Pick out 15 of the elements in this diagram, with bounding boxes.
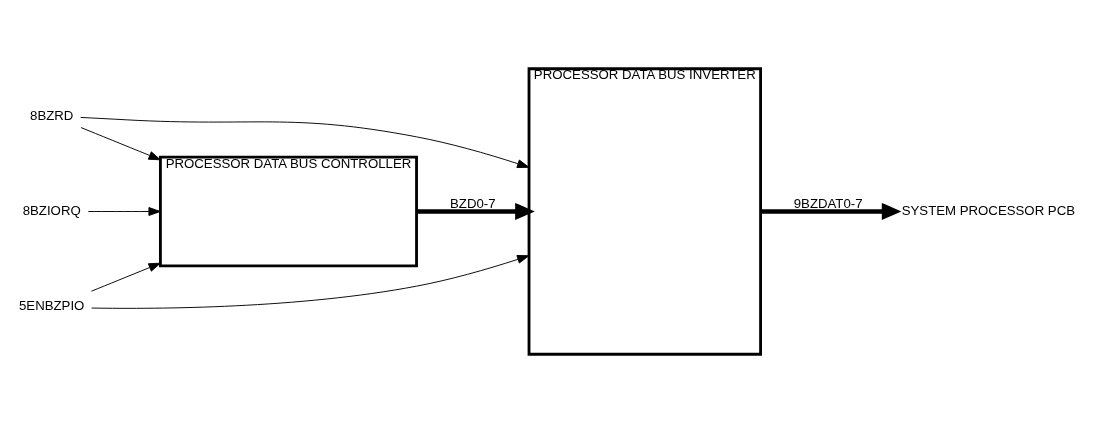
arrow (80, 116, 530, 169)
node-box: PROCESSOR DATA BUS CONTROLLER (159, 155, 418, 268)
node-text: SYSTEM PROCESSOR PCB (901, 203, 1076, 218)
arrow (416, 202, 535, 221)
node-box: PROCESSOR DATA BUS INVERTER (527, 67, 762, 356)
node-text: 8BZRD (30, 107, 74, 123)
arrow (91, 255, 530, 309)
node-text: 8BZIORQ (22, 203, 81, 218)
arrow (80, 127, 161, 161)
node-text: 5ENBZPIO (19, 298, 85, 314)
arrow (87, 207, 161, 216)
edge-label: BZD0-7 (450, 195, 496, 211)
arrow (90, 262, 161, 292)
edge-label: 9BZDAT0-7 (793, 195, 863, 211)
arrow (760, 202, 902, 221)
